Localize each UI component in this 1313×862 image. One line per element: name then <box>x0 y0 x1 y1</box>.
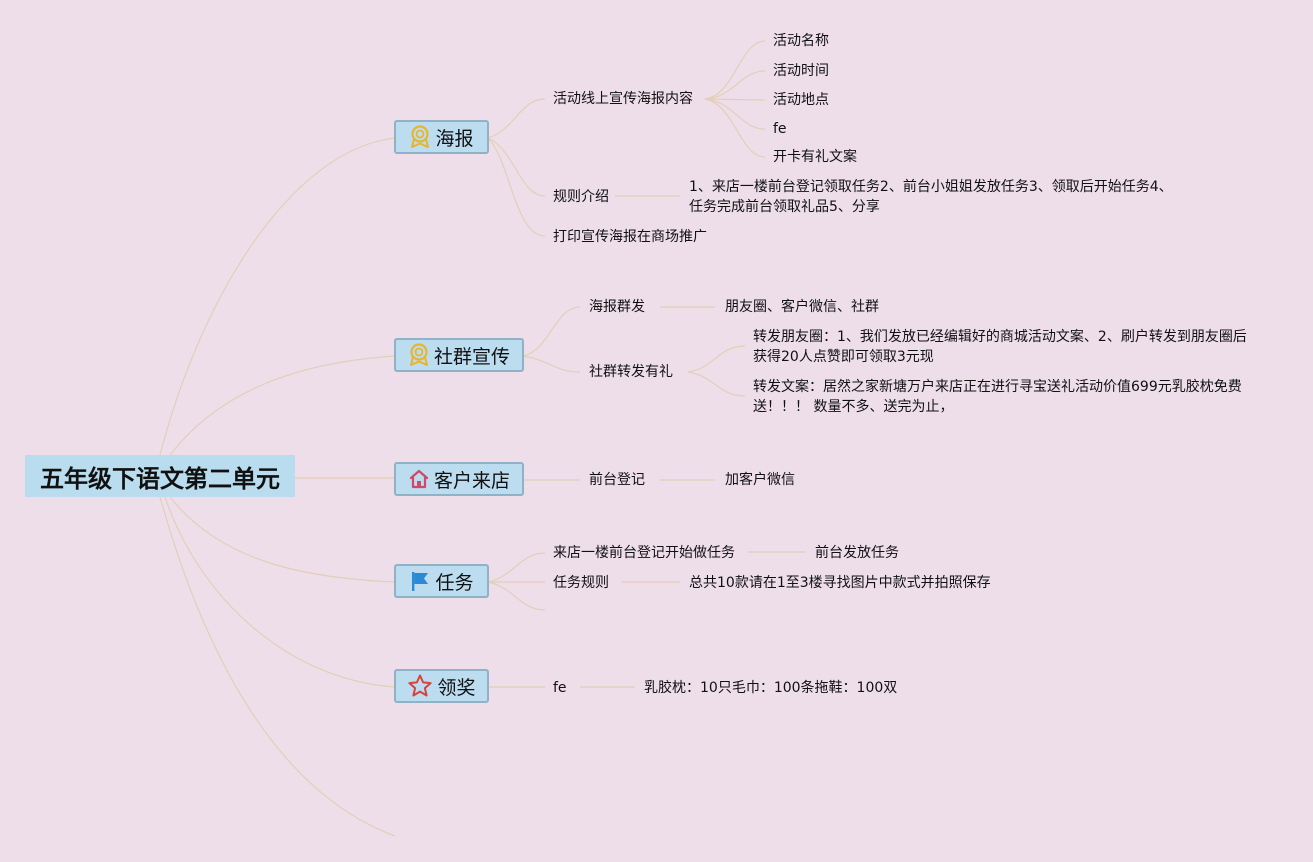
branch-task[interactable]: 任务 <box>394 564 489 598</box>
poster-online-item[interactable]: 活动时间 <box>773 63 829 79</box>
prize-detail[interactable]: 乳胶枕：10只毛巾：100条拖鞋：100双 <box>644 680 898 696</box>
connector-root-prize <box>164 496 396 688</box>
connector-root-task <box>169 496 396 583</box>
branch-visit-label: 客户来店 <box>433 469 510 492</box>
branch-community[interactable]: 社群宣传 <box>394 338 524 372</box>
branch-visit[interactable]: 客户来店 <box>394 462 524 496</box>
community-group-send[interactable]: 海报群发 <box>589 299 645 315</box>
branch-prize[interactable]: 领奖 <box>394 669 489 703</box>
poster-rules-text[interactable]: 1、来店一楼前台登记领取任务2、前台小姐姐发放任务3、领取后开始任务4、任务完成… <box>689 179 1173 215</box>
task-rules[interactable]: 任务规则 <box>553 575 609 591</box>
poster-online-content[interactable]: 活动线上宣传海报内容 <box>553 91 693 107</box>
visit-front-desk[interactable]: 前台登记 <box>589 472 645 488</box>
branch-task-label: 任务 <box>435 571 474 594</box>
poster-rules-label[interactable]: 规则介绍 <box>553 189 609 205</box>
home-icon <box>408 468 430 490</box>
poster-online-item[interactable]: 活动地点 <box>773 92 829 108</box>
flag-icon <box>409 570 431 592</box>
task-start[interactable]: 来店一楼前台登记开始做任务 <box>553 545 735 561</box>
poster-online-item[interactable]: 开卡有礼文案 <box>773 149 857 165</box>
visit-add-wechat[interactable]: 加客户微信 <box>725 472 795 488</box>
branch-community-label: 社群宣传 <box>433 345 510 368</box>
community-repost-moments[interactable]: 转发朋友圈：1、我们发放已经编辑好的商城活动文案、2、刷户转发到朋友圈后获得20… <box>753 329 1247 365</box>
task-issue[interactable]: 前台发放任务 <box>815 545 899 561</box>
prize-fe[interactable]: fe <box>553 680 567 696</box>
award-icon <box>409 125 431 149</box>
poster-print-label[interactable]: 打印宣传海报在商场推广 <box>553 229 707 245</box>
connector-root-poster <box>159 137 396 456</box>
poster-online-item[interactable]: 活动名称 <box>773 33 829 49</box>
task-rules-detail[interactable]: 总共10款请在1至3楼寻找图片中款式并拍照保存 <box>689 575 991 591</box>
award-icon <box>408 343 430 367</box>
branch-prize-label: 领奖 <box>437 676 476 699</box>
connector-root-community <box>169 355 396 456</box>
star-icon <box>407 673 433 699</box>
poster-online-item[interactable]: fe <box>773 121 787 137</box>
root-topic[interactable]: 五年级下语文第二单元 <box>25 455 295 497</box>
branch-poster[interactable]: 海报 <box>394 120 489 154</box>
community-group-send-detail[interactable]: 朋友圈、客户微信、社群 <box>725 299 879 315</box>
community-repost-copy[interactable]: 转发文案：居然之家新塘万户来店正在进行寻宝送礼活动价值699元乳胶枕免费送！！！… <box>753 379 1242 415</box>
connector-root-extra <box>159 496 396 837</box>
branch-poster-label: 海报 <box>435 127 474 150</box>
community-repost-gift[interactable]: 社群转发有礼 <box>589 364 673 380</box>
